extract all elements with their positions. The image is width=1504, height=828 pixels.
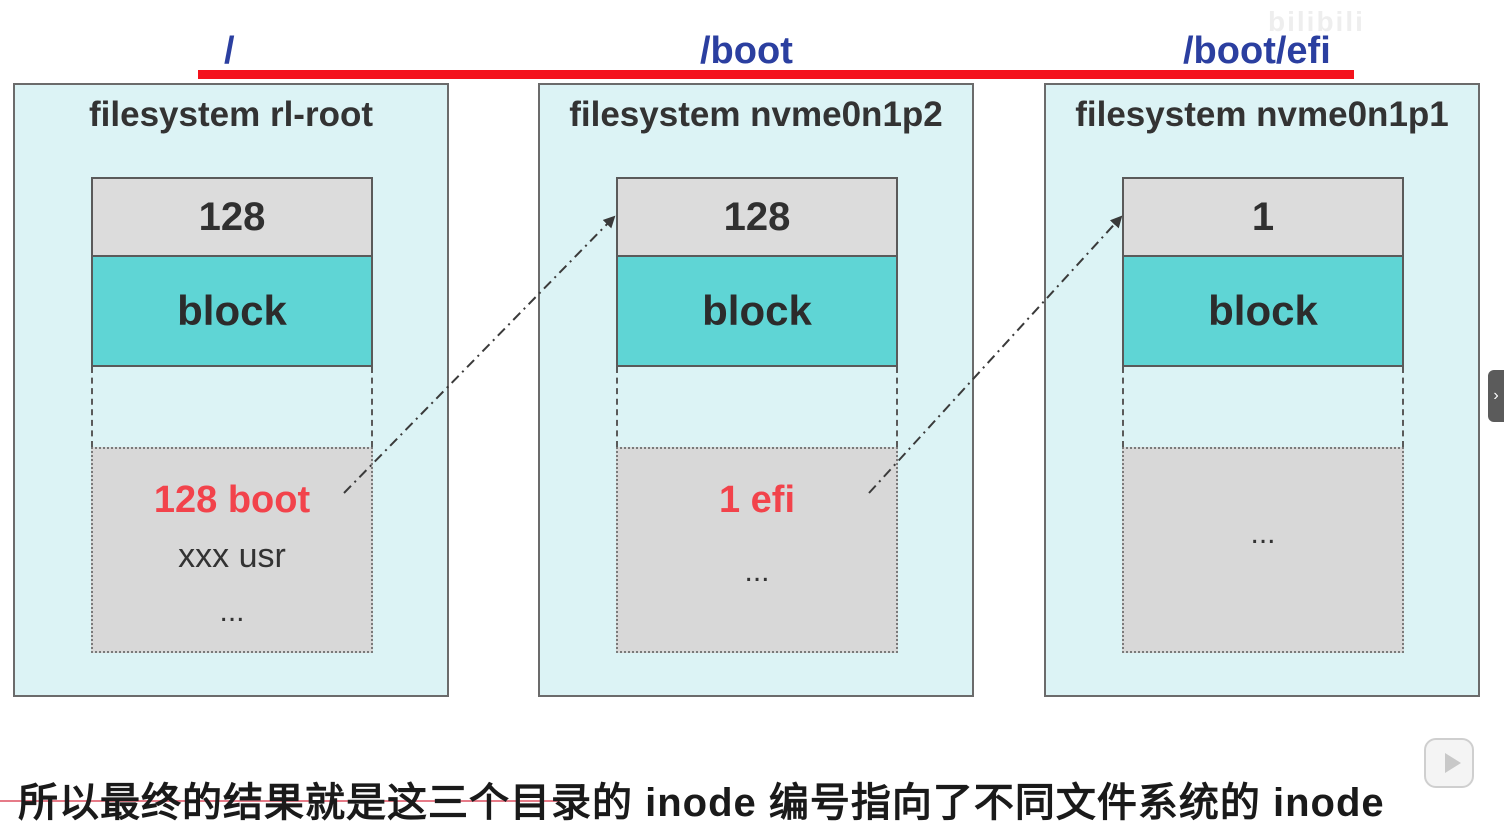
path-label-boot: /boot (700, 30, 793, 72)
directory-entry-usr: xxx usr (178, 537, 286, 575)
directory-entries-area: 128 boot xxx usr ... (91, 447, 373, 653)
path-label-boot-efi: /boot/efi (1183, 30, 1331, 72)
subtitle-underline (0, 800, 560, 802)
filesystem-nvme0n1p1-panel: filesystem nvme0n1p1 1 block ... (1044, 83, 1480, 697)
bilibili-watermark: bilibili (1268, 6, 1365, 37)
inode-number-cell: 128 (91, 177, 373, 257)
dashed-connector-left (91, 367, 93, 447)
block-cell: block (1122, 255, 1404, 367)
path-label-root: / (224, 30, 235, 72)
directory-entry-boot: 128 boot (153, 479, 311, 521)
block-cell: block (91, 255, 373, 367)
inode-number-cell: 1 (1122, 177, 1404, 257)
chevron-right-icon: › (1493, 387, 1499, 404)
play-icon[interactable] (1424, 738, 1474, 788)
dashed-connector-left (1122, 367, 1124, 447)
directory-entry-ellipsis: ... (744, 555, 770, 588)
dashed-connector-right (1402, 367, 1404, 447)
directory-entry-ellipsis: ... (219, 595, 245, 628)
filesystem-title: filesystem nvme0n1p1 (1075, 95, 1449, 134)
video-subtitle: 所以最终的结果就是这三个目录的 inode 编号指向了不同文件系统的 inode (18, 781, 1385, 825)
dashed-connector-right (896, 367, 898, 447)
mount-path-line (198, 70, 1354, 79)
filesystem-nvme0n1p2-panel: filesystem nvme0n1p2 128 block 1 efi ... (538, 83, 974, 697)
side-panel-toggle[interactable]: › (1488, 370, 1504, 422)
filesystem-title: filesystem rl-root (89, 95, 373, 134)
directory-entries-area: ... (1122, 447, 1404, 653)
filesystem-rl-root-panel: filesystem rl-root 128 block 128 boot xx… (13, 83, 449, 697)
dashed-connector-right (371, 367, 373, 447)
inode-number-cell: 128 (616, 177, 898, 257)
directory-entries-area: 1 efi ... (616, 447, 898, 653)
directory-entry-efi: 1 efi (718, 479, 796, 521)
filesystem-title: filesystem nvme0n1p2 (569, 95, 943, 134)
dashed-connector-left (616, 367, 618, 447)
block-cell: block (616, 255, 898, 367)
directory-entry-ellipsis: ... (1250, 517, 1276, 550)
